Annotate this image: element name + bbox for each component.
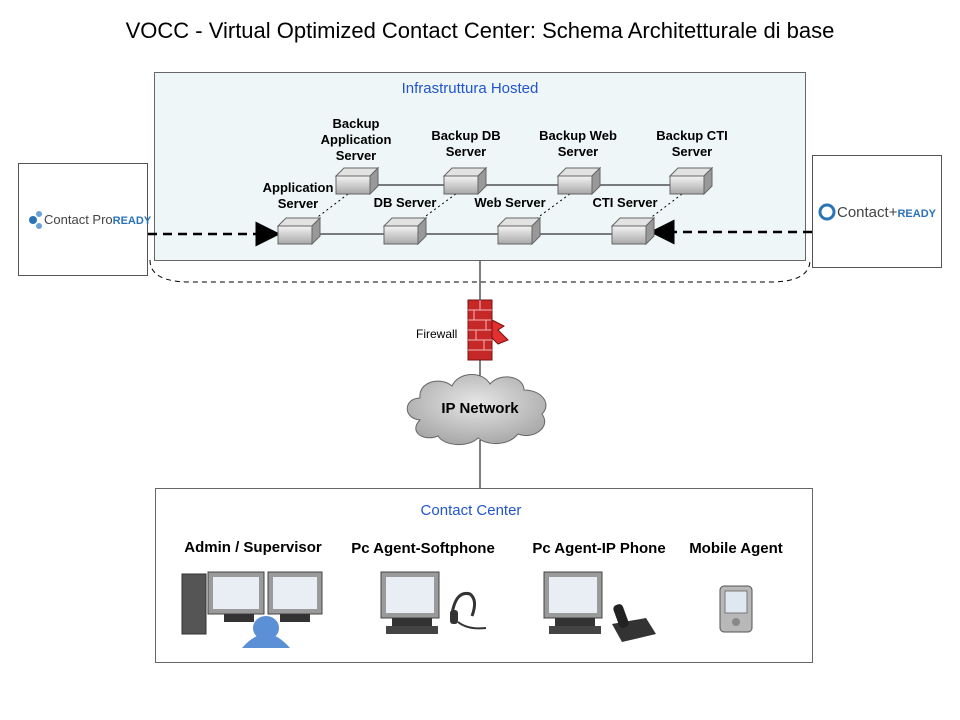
pc-softphone-workstation-icon: [380, 571, 487, 634]
ip-network-label: IP Network: [441, 400, 519, 417]
backup-web-server-label: Backup Web Server: [539, 128, 617, 159]
firewall-icon: [467, 299, 509, 361]
mobile-agent-label: Mobile Agent: [689, 540, 783, 557]
web-server-label: Web Server: [474, 195, 546, 210]
web-server-icon: [496, 216, 542, 246]
cti-server-icon: [610, 216, 656, 246]
application-server-icon: [276, 216, 322, 246]
cti-server-label: CTI Server: [592, 195, 658, 210]
contact-center-title: Contact Center: [420, 502, 522, 519]
pc-softphone-label: Pc Agent-Softphone: [351, 540, 495, 557]
backup-web-server-icon: [556, 166, 602, 196]
contact-plus-logo-box: Contact+READY: [812, 155, 942, 268]
admin-supervisor-workstation-icon: [181, 571, 323, 648]
db-server-label: DB Server: [373, 195, 437, 210]
backup-cti-server-icon: [668, 166, 714, 196]
contact-pro-logo-icon: [29, 211, 42, 229]
server-icons: [276, 166, 714, 246]
contact-pro-logo-name: Contact Pro: [44, 212, 113, 227]
pc-ipphone-label: Pc Agent-IP Phone: [532, 540, 666, 557]
mobile-agent-device-icon: [719, 585, 753, 633]
hosted-infrastructure-title: Infrastruttura Hosted: [401, 80, 539, 97]
pc-ipphone-workstation-icon: [543, 571, 656, 642]
application-server-label: Application Server: [262, 180, 334, 211]
ip-network-cloud-icon: [406, 374, 547, 445]
contact-plus-logo-name: Contact+: [837, 204, 898, 221]
backup-db-server-label: Backup DB Server: [431, 128, 501, 159]
contact-pro-logo-box: Contact ProREADY: [18, 163, 151, 276]
hosted-scope-bracket: [149, 259, 811, 283]
firewall-label: Firewall: [416, 327, 458, 341]
backup-cti-server-label: Backup CTI Server: [656, 128, 728, 159]
contact-plus-logo-suffix: READY: [897, 208, 936, 220]
backup-db-server-icon: [442, 166, 488, 196]
admin-supervisor-label: Admin / Supervisor: [184, 539, 322, 556]
backup-application-server-icon: [334, 166, 380, 196]
contact-pro-logo-suffix: READY: [112, 215, 152, 227]
page-title: VOCC - Virtual Optimized Contact Center:…: [125, 18, 835, 43]
contact-plus-logo-icon: [818, 203, 836, 221]
backup-application-server-label: Backup Application Server: [320, 116, 392, 163]
db-server-icon: [382, 216, 428, 246]
